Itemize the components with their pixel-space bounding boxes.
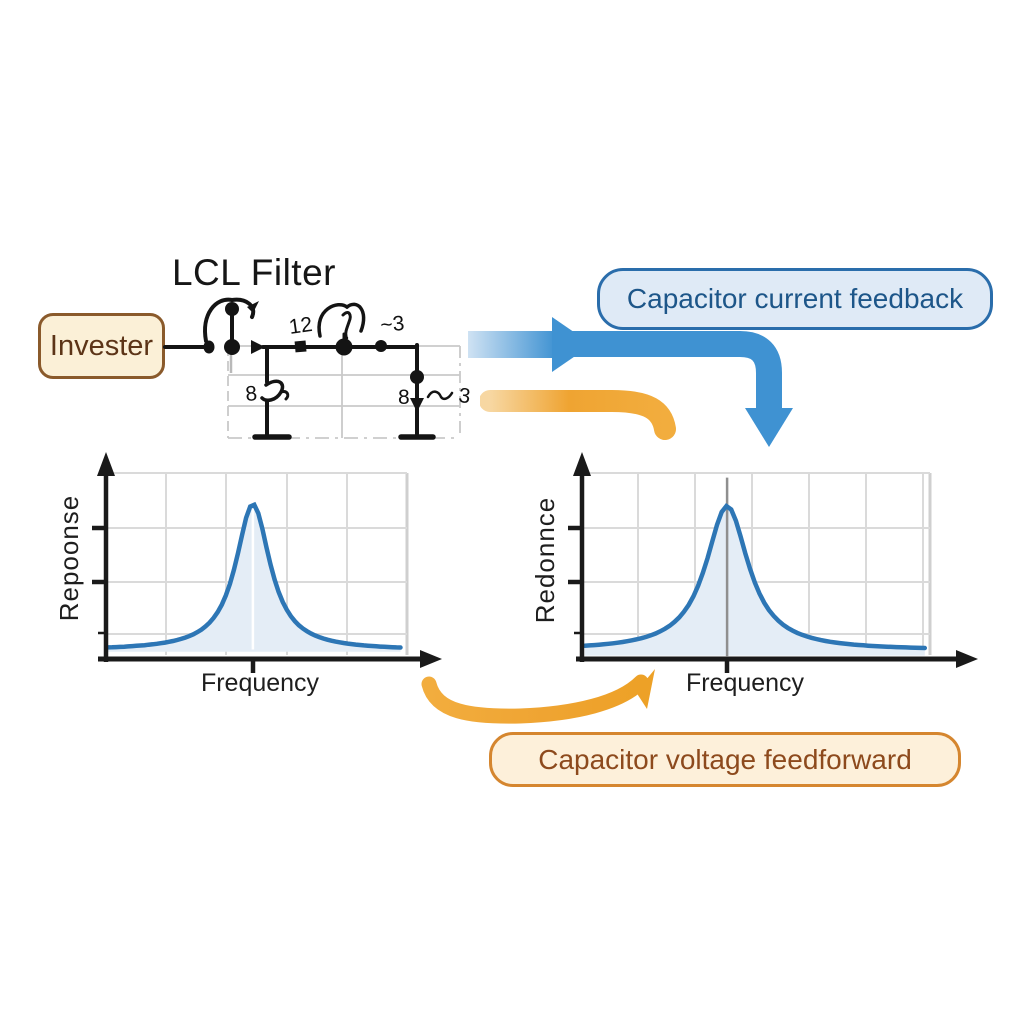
feedback-label: Capacitor current feedback <box>626 283 964 314</box>
inductor2-coil-sketch <box>345 302 366 333</box>
capacitor-left-sketch <box>260 379 285 402</box>
node-dot <box>410 370 424 384</box>
circuit-nodes <box>203 301 424 412</box>
chart-grid <box>583 472 932 655</box>
resonance-peak-curve <box>105 501 403 650</box>
blue-arrowhead-down-icon <box>745 408 793 447</box>
resonance-peak-curve <box>582 503 928 651</box>
blue-arrow-band <box>572 331 782 410</box>
y-axis-arrow-icon <box>97 452 115 476</box>
component-label-grid: 3 <box>457 384 471 408</box>
y-axis-label: Redonnce <box>530 497 560 624</box>
chart-axes <box>92 460 420 673</box>
x-axis-label: Frequency <box>686 669 805 697</box>
feedforward-box: Capacitor voltage feedforward <box>489 732 961 787</box>
node-dot <box>224 339 240 355</box>
y-axis-arrow-icon <box>573 452 591 476</box>
coil-flick-sketch <box>247 301 259 313</box>
x-axis-label: Frequency <box>201 669 320 697</box>
inductor2-coil-sketch <box>317 302 349 338</box>
node-square <box>294 340 307 353</box>
circuit-squiggles <box>260 302 454 402</box>
swoosh-path <box>421 674 649 724</box>
swoosh-tip-icon <box>636 669 655 709</box>
feedback-box: Capacitor current feedback <box>597 268 993 330</box>
response-chart-after: Redonnce Frequency <box>530 452 978 697</box>
x-axis-arrow-icon <box>420 650 442 668</box>
component-label-C-right: 8 <box>398 386 410 409</box>
response-chart-before: Repoonse Frequency <box>55 452 442 697</box>
page-title: LCL Filter <box>171 252 336 293</box>
feedforward-label: Capacitor voltage feedforward <box>538 743 912 775</box>
circuit-grid-backdrop <box>227 345 461 439</box>
inverter-label: Invester <box>49 329 154 362</box>
node-dot <box>375 340 387 352</box>
lcl-circuit-sketch: 12 ~3 8 8 3 <box>163 297 472 440</box>
component-label-L2: 12 <box>287 313 313 339</box>
inverter-box: Invester <box>38 313 165 379</box>
orange-flow-band <box>480 390 676 440</box>
capacitor-left-sketch <box>279 390 290 401</box>
y-axis-label: Repoonse <box>55 495 84 622</box>
component-label-L3: ~3 <box>379 312 405 337</box>
node-dot <box>203 340 215 354</box>
chart-axes <box>568 460 956 673</box>
node-dot <box>225 302 239 316</box>
blue-feedback-arrow <box>468 317 793 447</box>
orange-swoosh-arrow <box>421 669 655 724</box>
coil-label-squiggle <box>341 311 352 338</box>
blue-arrow-shaft <box>468 331 556 358</box>
capacitor-right-squiggle <box>426 390 454 401</box>
x-axis-arrow-icon <box>956 650 978 668</box>
node-dot <box>335 338 353 356</box>
resonance-peak-fill <box>584 506 925 656</box>
right-arrowhead-icon <box>251 340 265 354</box>
down-arrowhead-icon <box>410 398 424 412</box>
inductor1-coil-sketch <box>230 297 256 319</box>
inductor1-coil-sketch <box>203 297 234 343</box>
orange-band-path <box>480 390 676 440</box>
resonance-peak-fill <box>108 504 401 652</box>
component-label-C-left: 8 <box>244 382 258 406</box>
